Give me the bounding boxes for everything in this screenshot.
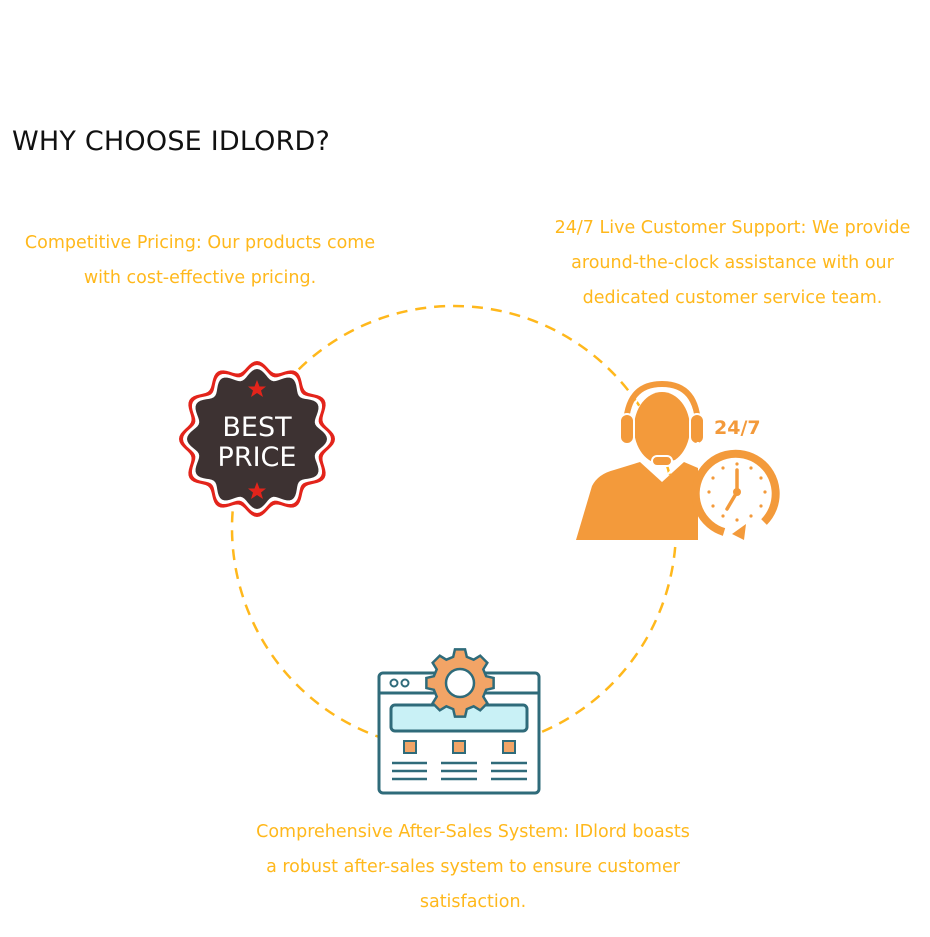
- window-square: [452, 740, 466, 754]
- page-title: WHY CHOOSE IDLORD?: [12, 126, 331, 157]
- window-square: [502, 740, 516, 754]
- feature-support-line-2: around-the-clock assistance with our: [571, 253, 894, 273]
- feature-pricing-text: Competitive Pricing: Our products come w…: [0, 226, 400, 296]
- best-price-badge-icon: BEST PRICE: [179, 361, 335, 517]
- feature-support-line-3: dedicated customer service team.: [582, 288, 883, 308]
- customer-support-agent-icon: 24/7: [576, 380, 781, 540]
- badge-text-price: PRICE: [218, 442, 297, 473]
- feature-pricing-line-1: Competitive Pricing: Our products come: [24, 233, 376, 253]
- clock-center: [733, 488, 741, 496]
- headset-earcup-left: [619, 413, 635, 445]
- settings-window-icon: [377, 648, 541, 795]
- feature-after-sales-text: Comprehensive After-Sales System: IDlord…: [218, 815, 728, 920]
- headset-mic-boom: [669, 441, 700, 464]
- headset-earcup-right: [689, 413, 705, 445]
- badge-text-best: BEST: [222, 412, 292, 443]
- feature-after-sales-line-1: Comprehensive After-Sales System: IDlord…: [256, 822, 690, 842]
- badge-body: [187, 369, 327, 509]
- agent-collar: [645, 463, 679, 482]
- feature-pricing-line-2: with cost-effective pricing.: [83, 268, 317, 288]
- agent-head: [634, 392, 690, 464]
- window-text-lines: [392, 761, 527, 781]
- headset-band: [623, 380, 701, 429]
- feature-after-sales-line-2: a robust after-sales system to ensure cu…: [266, 857, 680, 877]
- feature-support-text: 24/7 Live Customer Support: We provide a…: [530, 211, 930, 316]
- window-dot: [400, 678, 410, 688]
- headset-mic: [651, 455, 673, 467]
- headset-band-gap: [629, 388, 695, 427]
- gear-hole: [444, 667, 476, 699]
- star-icon: [248, 380, 266, 397]
- star-icon: [248, 482, 266, 499]
- support-24-7-label: 24/7: [714, 417, 761, 439]
- agent-body: [576, 462, 698, 540]
- clock-rim: [691, 449, 780, 536]
- clock-arrow-head: [732, 524, 746, 540]
- clock-ticks: [707, 462, 767, 522]
- window-square: [403, 740, 417, 754]
- feature-support-line-1: 24/7 Live Customer Support: We provide: [554, 218, 911, 238]
- window-dot: [389, 678, 399, 688]
- feature-after-sales-line-3: satisfaction.: [419, 892, 527, 912]
